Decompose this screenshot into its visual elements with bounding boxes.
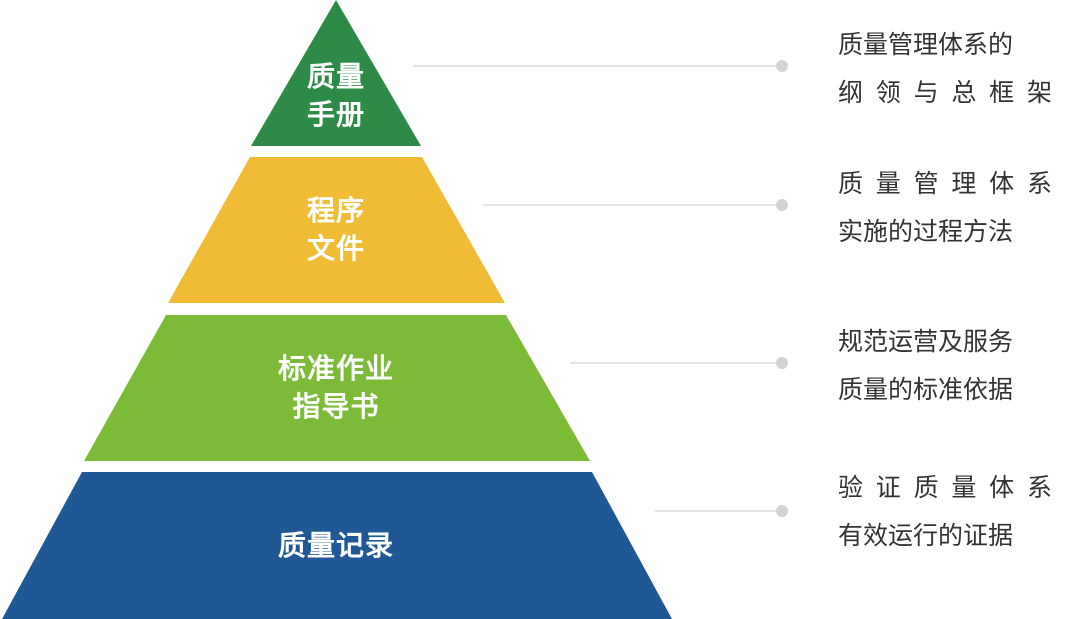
tier-work-instruction-label: 标准作业 指导书: [236, 350, 436, 426]
tier-procedure-description: 质 量 管 理 体 系 实施的过程方法: [838, 160, 1052, 256]
tier-records-label-line-1: 质量记录: [277, 529, 394, 562]
tier-records-description: 验 证 质 量 体 系 有效运行的证据: [838, 464, 1052, 560]
connector-work-instruction: [570, 357, 788, 369]
tier-work-instruction-description-line-1: 规范运营及服务: [838, 327, 1014, 356]
tier-work-instruction-label-line-1: 标准作业: [277, 352, 394, 385]
tier-records-shape: [2, 472, 672, 619]
connector-procedure: [483, 199, 788, 211]
tier-procedure-label: 程序 文件: [276, 192, 396, 268]
tier-manual-label: 质量 手册: [276, 58, 396, 134]
tier-manual-description-line-2: 纲 领 与 总 框 架: [838, 78, 1052, 107]
tier-manual-description: 质量管理体系的 纲 领 与 总 框 架: [838, 21, 1052, 117]
tier-work-instruction-description-line-2: 质量的标准依据: [838, 375, 1014, 404]
connector-manual: [413, 60, 788, 72]
tier-manual-label-line-1: 质量: [306, 60, 365, 93]
tier-manual-label-line-2: 手册: [306, 98, 365, 131]
tier-records-description-line-1: 验 证 质 量 体 系: [838, 473, 1052, 502]
tier-manual-description-line-1: 质量管理体系的: [838, 30, 1014, 59]
tier-procedure-description-line-2: 实施的过程方法: [838, 217, 1014, 246]
tier-procedure-shape: [168, 157, 505, 303]
tier-records-description-line-2: 有效运行的证据: [838, 521, 1014, 550]
tier-work-instruction-shape: [84, 315, 590, 461]
tier-procedure-label-line-1: 程序: [306, 194, 365, 227]
tier-procedure-label-line-2: 文件: [306, 232, 365, 265]
tier-work-instruction-description: 规范运营及服务 质量的标准依据: [838, 318, 1052, 414]
connector-records: [655, 505, 788, 517]
tier-work-instruction-label-line-2: 指导书: [292, 390, 380, 423]
tier-manual-shape: [251, 0, 421, 146]
tier-records-label: 质量记录: [236, 527, 436, 565]
tier-procedure-description-line-1: 质 量 管 理 体 系: [838, 169, 1052, 198]
